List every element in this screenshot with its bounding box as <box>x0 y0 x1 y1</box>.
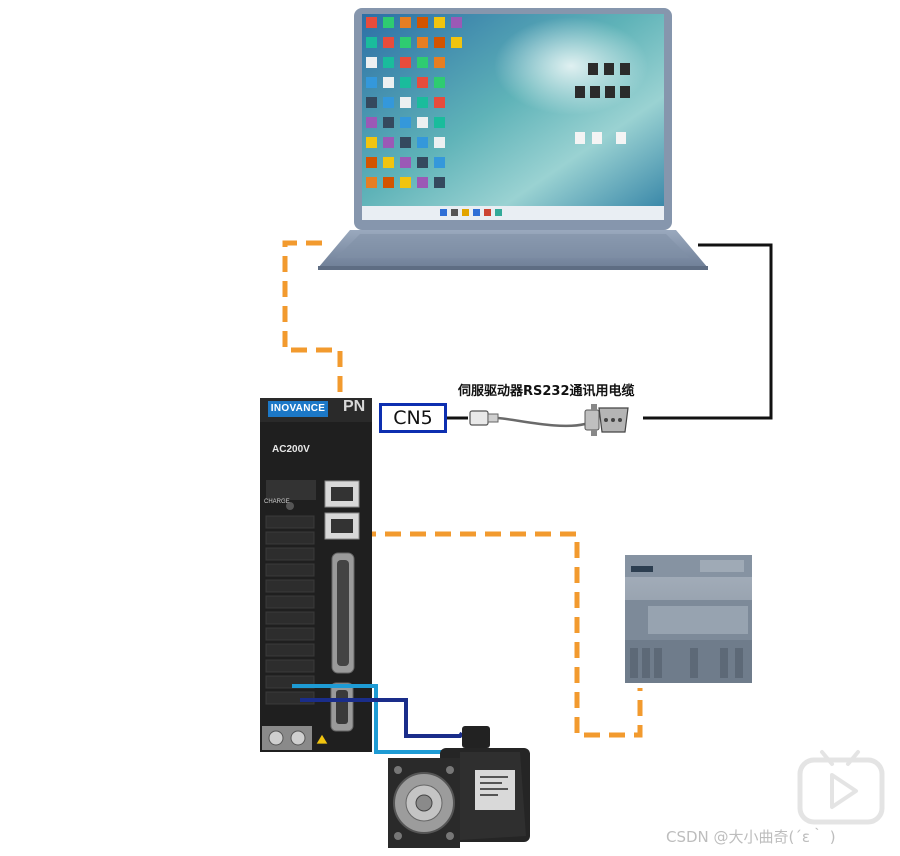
desktop-icon <box>366 17 377 28</box>
desktop-icon <box>417 97 428 108</box>
desktop-icon <box>400 37 411 48</box>
desktop-icon <box>620 63 630 75</box>
desktop-icon <box>451 37 462 48</box>
desktop-icon <box>383 77 394 88</box>
desktop-icon <box>575 132 585 144</box>
desktop-icon <box>400 157 411 168</box>
desktop-icon <box>366 37 377 48</box>
desktop-icon <box>383 97 394 108</box>
desktop-icon <box>383 117 394 128</box>
desktop-icon <box>417 37 428 48</box>
desktop-icon <box>400 97 411 108</box>
laptop-icon <box>318 8 708 270</box>
desktop-icon <box>417 17 428 28</box>
desktop-icon <box>616 132 626 144</box>
desktop-icon <box>366 77 377 88</box>
desktop-icon <box>366 137 377 148</box>
desktop-icon <box>434 77 445 88</box>
desktop-icon <box>366 157 377 168</box>
desktop-icon <box>383 137 394 148</box>
desktop-icon <box>417 77 428 88</box>
ethernet-dashed-line-plc <box>360 531 643 738</box>
desktop-icons <box>366 17 630 188</box>
desktop-icon <box>434 137 445 148</box>
video-play-icon[interactable] <box>797 750 885 825</box>
desktop-icon <box>417 137 428 148</box>
rs232-cable-label: 伺服驱动器RS232通讯用电缆 <box>458 384 635 399</box>
desktop-icon <box>588 63 598 75</box>
desktop-icon <box>434 157 445 168</box>
terminal-slot <box>265 547 315 561</box>
desktop-icon <box>383 157 394 168</box>
desktop-icon <box>434 97 445 108</box>
rs232-cable-icon <box>469 404 629 436</box>
desktop-icon <box>400 177 411 188</box>
desktop-icon <box>451 17 462 28</box>
desktop-icon <box>366 57 377 68</box>
desktop-icon <box>417 117 428 128</box>
terminal-slot <box>265 531 315 545</box>
servo-motor-icon <box>388 726 530 848</box>
desktop-icon <box>604 63 614 75</box>
desktop-icon <box>366 177 377 188</box>
terminal-slot <box>265 515 315 529</box>
terminal-slot <box>265 595 315 609</box>
desktop-icon <box>434 117 445 128</box>
terminal-slot <box>265 643 315 657</box>
drive-charge-label: CHARGE <box>264 499 290 505</box>
terminal-slot <box>265 611 315 625</box>
desktop-icon <box>383 57 394 68</box>
csdn-watermark: CSDN @大小曲奇(´ε｀ ) <box>666 828 836 846</box>
desktop-icon <box>434 177 445 188</box>
terminal-slot <box>265 563 315 577</box>
desktop-icon <box>400 57 411 68</box>
desktop-icon <box>417 157 428 168</box>
drive-model-label: AC200V <box>272 444 310 455</box>
desktop-icon <box>575 86 585 98</box>
desktop-icon <box>620 86 630 98</box>
desktop-icon <box>366 117 377 128</box>
desktop-icon <box>434 37 445 48</box>
taskbar <box>362 206 664 220</box>
desktop-icon <box>417 177 428 188</box>
desktop-icon <box>400 137 411 148</box>
drive-pn-label: PN <box>343 398 366 415</box>
desktop-icon <box>434 57 445 68</box>
desktop-icon <box>400 117 411 128</box>
desktop-icon <box>592 132 602 144</box>
laptop-serial-line <box>643 243 773 420</box>
terminal-slot <box>265 579 315 593</box>
servo-drive-icon <box>260 398 372 752</box>
drive-brand-badge: INOVANCE <box>268 401 328 417</box>
desktop-icon <box>590 86 600 98</box>
desktop-icon <box>383 177 394 188</box>
desktop-icon <box>417 57 428 68</box>
terminal-slot <box>265 627 315 641</box>
desktop-icon <box>366 97 377 108</box>
desktop-icon <box>400 77 411 88</box>
encoder-cable-line <box>300 698 464 738</box>
cn5-port-label: CN5 <box>379 403 447 433</box>
desktop-icon <box>383 37 394 48</box>
desktop-icon <box>605 86 615 98</box>
desktop-icon <box>434 17 445 28</box>
plc-icon <box>625 555 752 683</box>
terminal-slot <box>265 659 315 673</box>
desktop-icon <box>400 17 411 28</box>
power-cable-line <box>292 684 445 754</box>
desktop-icon <box>383 17 394 28</box>
